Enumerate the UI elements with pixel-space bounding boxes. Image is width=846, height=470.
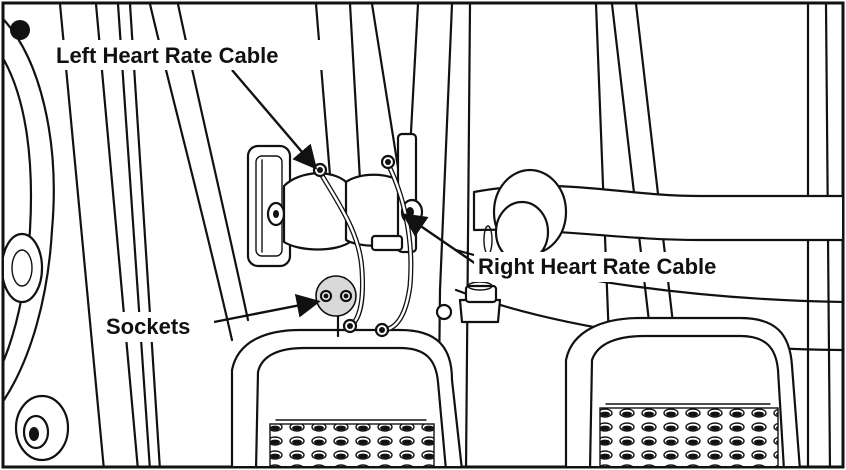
sockets xyxy=(315,275,357,317)
sockets-label: Sockets xyxy=(106,314,190,339)
callout-arrows xyxy=(213,69,477,324)
left-cable-label: Left Heart Rate Cable xyxy=(56,43,279,68)
callout-labels: Left Heart Rate Cable Right Heart Rate C… xyxy=(52,40,784,342)
left-frame-structure xyxy=(4,4,250,466)
left-cable-arrow xyxy=(231,69,318,170)
right-cable-label: Right Heart Rate Cable xyxy=(478,254,716,279)
right-cable-arrow xyxy=(402,213,477,265)
left-pedal xyxy=(230,328,463,466)
heart-rate-cables xyxy=(312,154,414,338)
sockets-arrow xyxy=(213,293,321,324)
right-pedal xyxy=(564,316,801,466)
